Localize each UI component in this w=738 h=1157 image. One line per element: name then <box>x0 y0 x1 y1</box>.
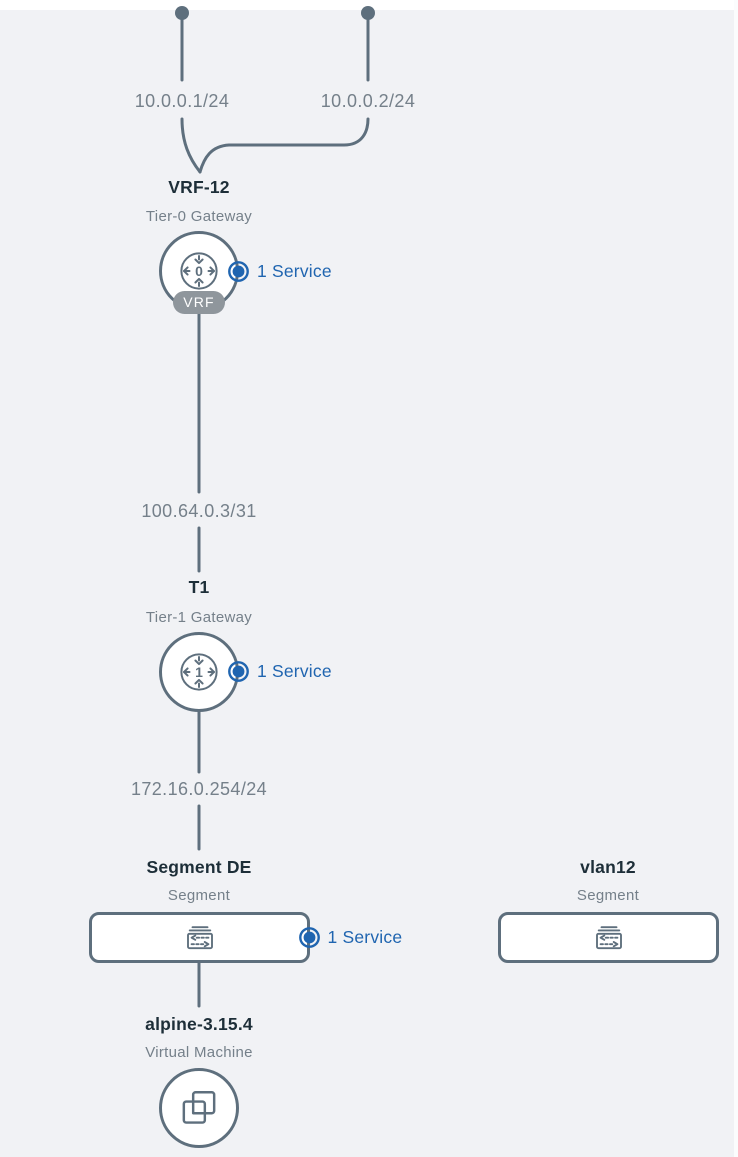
virtual-machine-icon <box>182 1091 216 1124</box>
service-count-label: 1 Service <box>257 261 332 281</box>
service-count-label: 1 Service <box>257 661 332 681</box>
tier0-gateway-icon: 0 <box>180 252 218 290</box>
vlan12-title: vlan12 <box>580 857 636 877</box>
vlan12-node[interactable] <box>498 912 719 963</box>
vm-title: alpine-3.15.4 <box>145 1014 253 1034</box>
vrf-badge: VRF <box>173 291 225 314</box>
service-count-icon <box>228 661 249 682</box>
tier1-gateway-node[interactable]: 1 <box>159 632 239 712</box>
uplink-merge-curve-right <box>198 117 370 174</box>
uplink-ip-label: 10.0.0.2/24 <box>320 91 416 111</box>
right-gutter <box>734 0 738 1157</box>
service-count-icon <box>298 927 320 948</box>
tier1-subtitle: Tier-1 Gateway <box>145 609 253 626</box>
vm-subtitle: Virtual Machine <box>145 1044 253 1061</box>
service-count-label: 1 Service <box>327 927 403 947</box>
t0-t1-ip-label: 100.64.0.3/31 <box>141 501 257 521</box>
segment-icon <box>595 926 622 950</box>
tier0-subtitle: Tier-0 Gateway <box>145 208 253 225</box>
tier0-title: VRF-12 <box>168 177 230 197</box>
vm-node[interactable] <box>159 1068 239 1148</box>
segment-de-service-link[interactable]: 1 Service <box>298 926 403 949</box>
service-count-icon <box>228 261 249 282</box>
segment-de-node[interactable] <box>89 912 310 963</box>
uplink-merge-curve-left <box>180 117 202 174</box>
uplink-ip-label: 10.0.0.1/24 <box>134 91 230 111</box>
tier1-service-link[interactable]: 1 Service <box>227 660 332 683</box>
vlan12-subtitle: Segment <box>576 887 640 904</box>
top-strip <box>0 0 738 10</box>
tier0-icon-digit: 0 <box>195 263 203 279</box>
segment-de-title: Segment DE <box>146 857 252 877</box>
tier1-title: T1 <box>188 577 210 597</box>
tier0-service-link[interactable]: 1 Service <box>227 260 332 283</box>
tier1-gateway-icon: 1 <box>180 653 218 691</box>
segment-de-subtitle: Segment <box>167 887 231 904</box>
segment-icon <box>186 926 213 950</box>
tier1-icon-digit: 1 <box>195 664 203 680</box>
t1-segment-ip-label: 172.16.0.254/24 <box>130 779 268 799</box>
